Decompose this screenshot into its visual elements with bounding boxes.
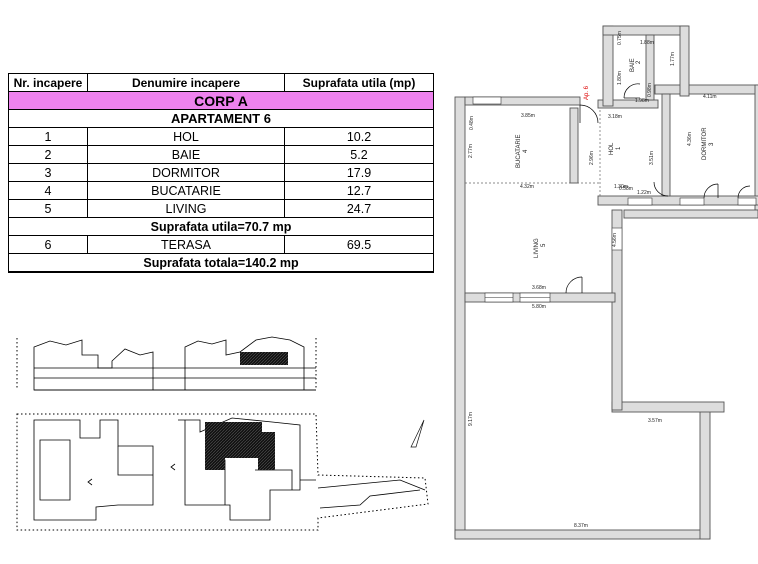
- room-label-bucatarie: BUCATARIE: [516, 135, 522, 168]
- north-arrow-icon: [410, 419, 425, 448]
- dim-label: 1.22m: [637, 190, 651, 196]
- table-row: 2 BAIE 5.2: [8, 145, 434, 164]
- room-area: 24.7: [284, 199, 434, 218]
- dim-label: 0.75m: [617, 31, 623, 45]
- dim-label: 0.48m: [469, 116, 475, 130]
- dim-label: 1.98m: [635, 98, 649, 104]
- room-area-table: Nr. incapere Denumire incapere Suprafata…: [8, 73, 434, 273]
- dim-label: 1.80m: [617, 71, 623, 85]
- floor-plan: Ap. 6 BAIE 2 HOL 1 DORMITOR 3 BUCATARIE …: [454, 25, 758, 540]
- room-nr-dormitor: 3: [709, 142, 715, 146]
- table-row: 5 LIVING 24.7: [8, 199, 434, 218]
- table-row: 4 BUCATARIE 12.7: [8, 181, 434, 200]
- table-row: 1 HOL 10.2: [8, 127, 434, 146]
- dim-label: 1.88m: [640, 40, 654, 46]
- dim-label: 3.51m: [649, 151, 655, 165]
- room-nr-baie: 2: [636, 60, 642, 64]
- grand-total-row: Suprafata totala=140.2 mp: [8, 253, 434, 273]
- room-nr-living: 5: [541, 243, 547, 247]
- room-label-hol: HOL: [609, 142, 615, 155]
- dim-label: 9.17m: [468, 412, 474, 426]
- room-area: 10.2: [284, 127, 434, 146]
- dim-label: 1.77m: [670, 52, 676, 66]
- room-area: 69.5: [284, 235, 434, 254]
- dim-label: 4.36m: [687, 132, 693, 146]
- table-row: 3 DORMITOR 17.9: [8, 163, 434, 182]
- room-label-living: LIVING: [534, 238, 540, 258]
- dim-label: 3.57m: [648, 418, 662, 424]
- dim-label: 0.98m: [647, 83, 653, 97]
- grand-total: Suprafata totala=140.2 mp: [8, 253, 434, 273]
- dim-label: 1.30m: [614, 184, 628, 190]
- site-plan: [16, 413, 429, 531]
- room-label-baie: BAIE: [630, 58, 636, 72]
- room-name: BAIE: [87, 145, 285, 164]
- room-nr-hol: 1: [616, 146, 622, 150]
- apartment-tag: Ap. 6: [584, 85, 590, 100]
- room-label-dormitor: DORMITOR: [702, 127, 708, 160]
- dim-label: 2.77m: [468, 144, 474, 158]
- dim-label: 0.58m: [619, 186, 633, 192]
- room-nr-bucatarie: 4: [523, 149, 529, 153]
- dim-label: 3.18m: [608, 114, 622, 120]
- room-name: BUCATARIE: [87, 181, 285, 200]
- dim-label: 5.80m: [532, 304, 546, 310]
- room-name: TERASA: [87, 235, 285, 254]
- dim-label: 2.96m: [589, 151, 595, 165]
- dim-label: 4.11m: [703, 94, 717, 100]
- terrace-row: 6 TERASA 69.5: [8, 235, 434, 254]
- dim-label: 3.68m: [532, 285, 546, 291]
- building-elevation: [16, 336, 317, 391]
- dim-label: 4.32m: [520, 184, 534, 190]
- room-name: LIVING: [87, 199, 285, 218]
- apartment-highlight-site: [205, 422, 275, 470]
- dim-label: 8.37m: [574, 523, 588, 529]
- apartment-highlight-elevation: [240, 352, 288, 365]
- dim-label: 3.85m: [521, 113, 535, 119]
- dim-label: 4.56m: [612, 233, 618, 247]
